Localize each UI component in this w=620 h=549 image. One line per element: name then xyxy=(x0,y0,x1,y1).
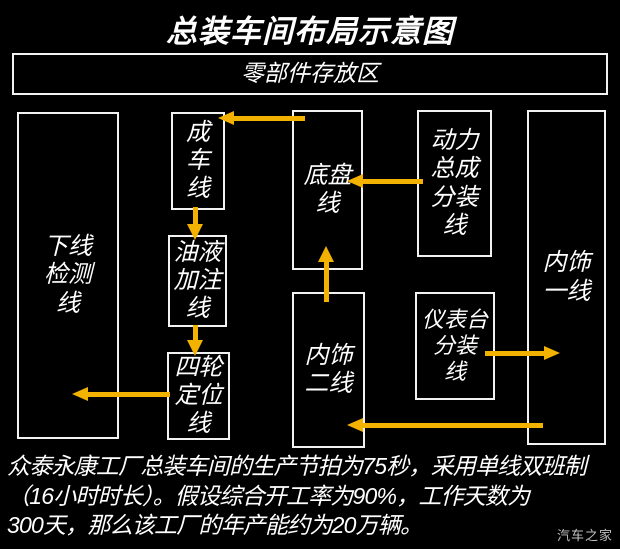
parts-storage-area-label: 零部件存放区 xyxy=(241,60,379,87)
arrow-wheel-alignment-to-offline-inspection-icon xyxy=(72,387,170,401)
offline-inspection-line-box: 下线 检测 线 xyxy=(17,112,119,439)
arrow-head xyxy=(347,174,363,188)
finished-vehicle-line-box: 成 车 线 xyxy=(171,112,225,210)
watermark: 汽车之家 xyxy=(556,528,613,543)
arrow-finished-vehicle-to-fluid-filling-icon xyxy=(187,207,203,240)
arrow-fluid-filling-to-wheel-alignment-icon xyxy=(187,325,203,356)
arrow-head xyxy=(72,387,88,401)
page-title: 总装车间布局示意图 xyxy=(166,14,454,49)
arrow-shaft xyxy=(363,178,423,184)
arrow-shaft xyxy=(485,350,545,356)
arrow-shaft xyxy=(192,207,198,225)
wheel-alignment-line-box: 四轮 定位 线 xyxy=(167,352,230,440)
parts-storage-area-box: 零部件存放区 xyxy=(12,53,608,95)
interior-line-1-box: 内饰 一线 xyxy=(527,110,606,445)
arrow-shaft xyxy=(234,115,305,121)
fluid-filling-line-box: 油液 加注 线 xyxy=(168,235,227,327)
chassis-line-label: 底盘 线 xyxy=(303,161,352,217)
arrow-head xyxy=(187,224,203,240)
caption-text: 众泰永康工厂总装车间的生产节拍为75秒，采用单线双班制 （16小时时长）。假设综… xyxy=(7,453,587,538)
arrow-interior2-to-chassis-icon xyxy=(318,246,334,302)
arrow-head xyxy=(218,111,234,125)
powertrain-subassembly-line-box: 动力 总成 分装 线 xyxy=(417,110,492,257)
arrow-head xyxy=(187,340,203,356)
arrow-dashboard-to-interior1-icon xyxy=(485,346,560,360)
arrow-shaft xyxy=(363,422,543,428)
arrow-shaft xyxy=(323,261,329,302)
finished-vehicle-line-label: 成 车 线 xyxy=(186,118,210,203)
chassis-line-box: 底盘 线 xyxy=(292,110,363,270)
wheel-alignment-line-label: 四轮 定位 线 xyxy=(174,353,223,438)
arrow-chassis-to-finished-vehicle-icon xyxy=(218,111,305,125)
arrow-interior1-to-interior2-icon xyxy=(347,418,543,432)
dashboard-subassembly-line-label: 仪表台 分装 线 xyxy=(421,307,488,384)
interior-line-1-label: 内饰 一线 xyxy=(542,249,591,305)
dashboard-subassembly-line-box: 仪表台 分装 线 xyxy=(415,292,495,400)
arrow-shaft xyxy=(192,325,198,341)
arrow-head xyxy=(318,246,334,262)
arrow-shaft xyxy=(88,391,170,397)
fluid-filling-line-label: 油液 加注 线 xyxy=(173,238,222,323)
powertrain-subassembly-line-label: 动力 总成 分装 线 xyxy=(430,126,479,239)
interior-line-2-label: 内饰 二线 xyxy=(304,341,353,397)
arrow-head xyxy=(544,346,560,360)
arrow-powertrain-to-chassis-icon xyxy=(347,174,423,188)
offline-inspection-line-label: 下线 检测 线 xyxy=(44,233,92,317)
arrow-head xyxy=(347,418,363,432)
